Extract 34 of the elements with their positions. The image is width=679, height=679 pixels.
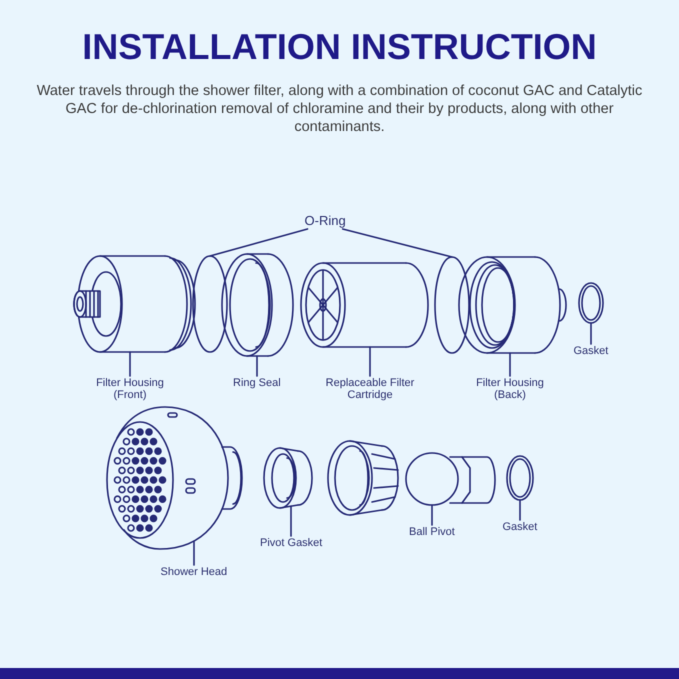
o-ring-drawing [434, 256, 470, 354]
filter-housing-drawing [458, 256, 567, 354]
part-label: O-Ring [304, 213, 346, 228]
filter-housing-drawing [73, 255, 196, 353]
part-label: Shower Head [160, 566, 228, 578]
part-label: Ring Seal [233, 377, 281, 389]
ball-pivot-drawing [405, 452, 496, 506]
part-label: Replaceable Filter Cartridge [323, 377, 417, 401]
part-label: Ball Pivot [409, 526, 455, 538]
gasket-drawing [578, 282, 604, 324]
leader-line [431, 504, 433, 526]
leader-line [590, 322, 592, 345]
leader-line [509, 352, 511, 377]
leader-line [369, 346, 371, 377]
title: INSTALLATION INSTRUCTION [82, 27, 597, 67]
gasket-drawing [506, 455, 534, 501]
part-label: Gasket [502, 521, 538, 533]
leader-line [129, 351, 131, 377]
leader-line [290, 505, 292, 537]
filter-cartridge-drawing [300, 262, 429, 348]
part-label: Filter Housing (Front) [93, 377, 167, 401]
intro-paragraph: Water travels through the shower filter, along with a combination of coconut GAC and Catalytic GAC for de-chlorination removal of chloramine and their by products, along with other contaminants. [36, 82, 644, 136]
o-ring-drawing [192, 255, 228, 353]
ring-seal-drawing [221, 253, 294, 357]
leader-line [193, 540, 195, 566]
part-label: Gasket [574, 345, 608, 357]
pivot-gasket-drawing [263, 447, 313, 509]
part-label: Pivot Gasket [260, 537, 322, 549]
part-label: Filter Housing (Back) [473, 377, 547, 401]
leader-line [256, 355, 258, 377]
leader-line [209, 228, 308, 257]
leader-line [342, 228, 453, 258]
leader-line [519, 499, 521, 521]
shower-head-drawing [106, 406, 243, 550]
